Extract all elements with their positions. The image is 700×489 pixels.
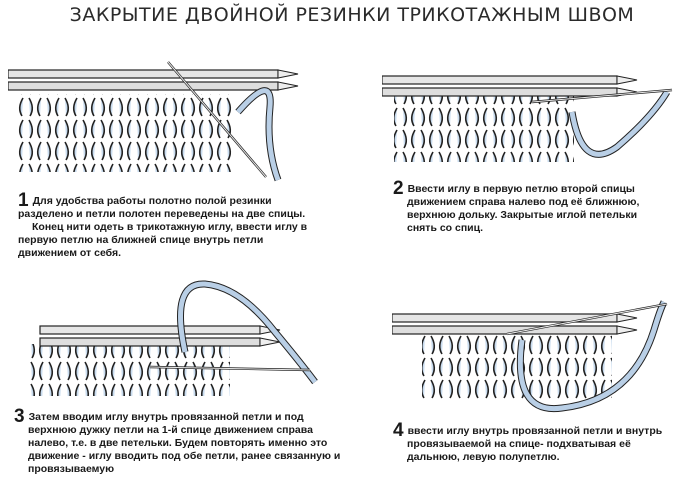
step-4-line-2: провязываемой на спице- подхватывая её <box>407 438 631 450</box>
step-2-line-2: движением справа налево под её ближнюю, <box>407 196 640 208</box>
step-4-line-3: дальнюю, левую полупетлю. <box>407 451 560 463</box>
step-3-line-1: Затем вводим иглу внутрь провязанной пет… <box>28 411 304 423</box>
illustration-step-1 <box>8 61 299 182</box>
step-3-line-2: верхнюю дужку петли на 1-й спице движени… <box>28 424 313 436</box>
step-1-line-3: Конец нити одеть в трикотажную иглу, вве… <box>32 221 308 233</box>
step-2-line-3: верхнюю дольку. Закрытые иглой петельки <box>407 209 638 221</box>
step-3-line-3: налево, т.е. в две петельки. Будем повто… <box>28 437 328 449</box>
step-3-line-5: провязываемую <box>28 463 115 475</box>
step-4-number: 4 <box>393 420 404 441</box>
step-3-line-4: движение - иглу вводить под обе петли, р… <box>28 450 341 462</box>
step-2-line-1: Ввести иглу в первую петлю второй спицы <box>407 183 635 195</box>
illustration-step-4 <box>392 300 668 413</box>
illustration-step-2 <box>382 75 673 162</box>
step-1-line-1: Для удобства работы полотно полой резинк… <box>32 195 272 207</box>
step-1-line-2: разделено и петли полотен переведены на … <box>18 208 306 220</box>
step-1-line-4: первую петлю на ближней спице внутрь пет… <box>18 234 264 246</box>
illustration-step-3 <box>30 280 318 396</box>
step-1-number: 1 <box>18 190 29 211</box>
step-2-line-4: снять со спиц. <box>407 222 484 234</box>
step-1-line-5: движением от себя. <box>18 247 122 259</box>
step-4-line-1: ввести иглу внутрь провязанной петли и в… <box>407 425 663 437</box>
step-2-number: 2 <box>393 178 404 199</box>
page-title: ЗАКРЫТИЕ ДВОЙНОЙ РЕЗИНКИ ТРИКОТАЖНЫМ ШВО… <box>69 4 635 26</box>
step-3-number: 3 <box>14 406 25 427</box>
